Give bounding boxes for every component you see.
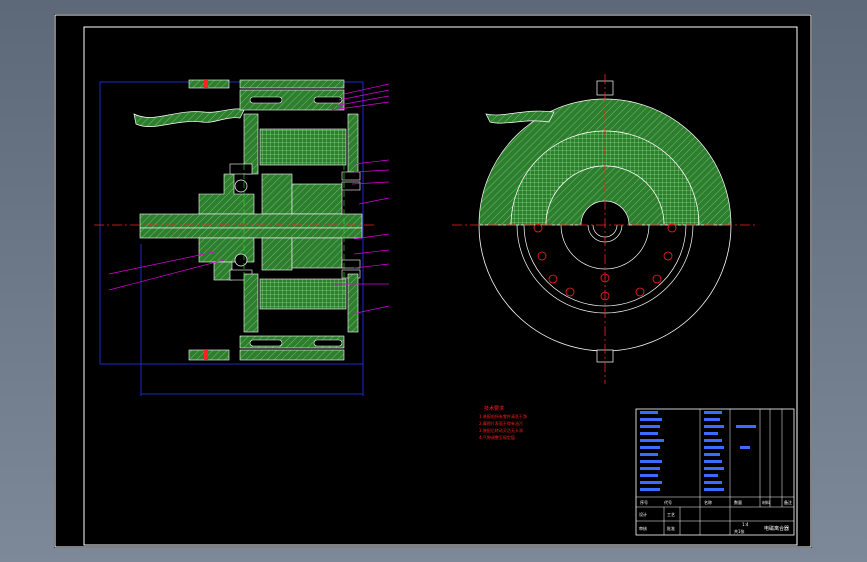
notes-line-3: 3.装配后转动灵活无卡滞 [479, 427, 523, 433]
lower-coil [259, 278, 347, 310]
tb-label-1: 序号 [640, 499, 648, 505]
tb-drawing-name: 电磁离合器 [764, 525, 789, 532]
tb-role-2: 审核 [639, 525, 647, 531]
inner-border [83, 26, 798, 546]
tb-role-1: 设计 [639, 511, 647, 517]
drawing-sheet: 技术要求 1.装配前所有零件清洗干净 2.摩擦片表面不得有油污 3.装配后转动灵… [54, 14, 812, 548]
technical-notes: 技术要求 1.装配前所有零件清洗干净 2.摩擦片表面不得有油污 3.装配后转动灵… [479, 405, 527, 440]
lead-cable [133, 108, 245, 127]
notes-heading: 技术要求 [484, 405, 504, 412]
upper-coil [259, 128, 347, 166]
tb-sheet: 共1张 [734, 528, 745, 534]
cad-drawing: 技术要求 1.装配前所有零件清洗干净 2.摩擦片表面不得有油污 3.装配后转动灵… [54, 14, 812, 548]
notes-line-2: 2.摩擦片表面不得有油污 [479, 420, 523, 426]
bolt-holes [533, 223, 677, 301]
shaft [139, 213, 363, 229]
dimension-frame [99, 81, 364, 365]
outer-border [54, 14, 812, 548]
tb-label-6: 备注 [784, 499, 792, 505]
tb-role-3: 工艺 [667, 512, 675, 517]
notes-line-4: 4.气隙调整至规定值 [479, 434, 515, 440]
end-view [452, 74, 758, 384]
title-block: 序号 代号 名称 数量 材料 备注 设计 审核 工艺 批准 1:4 共1张 电磁… [635, 408, 795, 536]
tb-label-4: 数量 [734, 499, 742, 505]
part-leaders [108, 83, 390, 315]
section-view [94, 79, 390, 396]
tb-scale: 1:4 [742, 522, 749, 527]
notes-line-1: 1.装配前所有零件清洗干净 [479, 413, 527, 419]
tb-label-3: 名称 [704, 499, 712, 505]
tb-label-5: 材料 [762, 499, 770, 505]
tb-role-4: 批准 [667, 525, 675, 531]
tb-label-2: 代号 [664, 499, 672, 505]
